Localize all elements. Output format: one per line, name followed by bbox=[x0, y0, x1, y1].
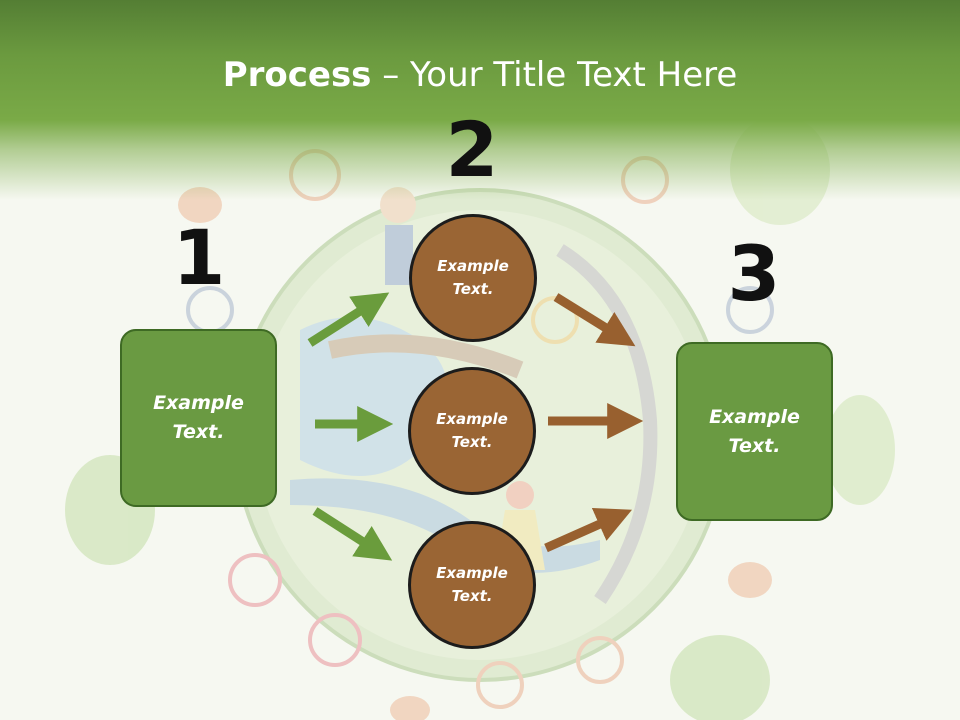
step-number-3: 3 bbox=[727, 229, 781, 318]
left-box: Example Text. bbox=[120, 329, 277, 507]
circle-middle: Example Text. bbox=[408, 367, 536, 495]
arrow-green-up bbox=[307, 292, 390, 347]
circle-top: Example Text. bbox=[409, 214, 537, 342]
title-rest: – Your Title Text Here bbox=[371, 55, 738, 95]
right-box: Example Text. bbox=[676, 342, 833, 521]
circle-bottom: Example Text. bbox=[408, 521, 536, 649]
step-number-1: 1 bbox=[172, 213, 226, 302]
title-bold: Process bbox=[222, 55, 372, 95]
circle-top-label: Example Text. bbox=[437, 257, 509, 298]
right-box-label: Example Text. bbox=[709, 405, 800, 457]
arrow-green-down bbox=[312, 507, 393, 561]
arrow-brown-top bbox=[553, 293, 636, 347]
arrow-brown-bottom bbox=[544, 507, 633, 553]
page-title: Process – Your Title Text Here bbox=[0, 52, 960, 98]
left-box-label: Example Text. bbox=[153, 392, 244, 443]
header-band bbox=[0, 0, 960, 200]
step-number-2: 2 bbox=[445, 105, 499, 194]
circle-bottom-label: Example Text. bbox=[436, 564, 508, 605]
circle-middle-label: Example Text. bbox=[436, 410, 508, 451]
